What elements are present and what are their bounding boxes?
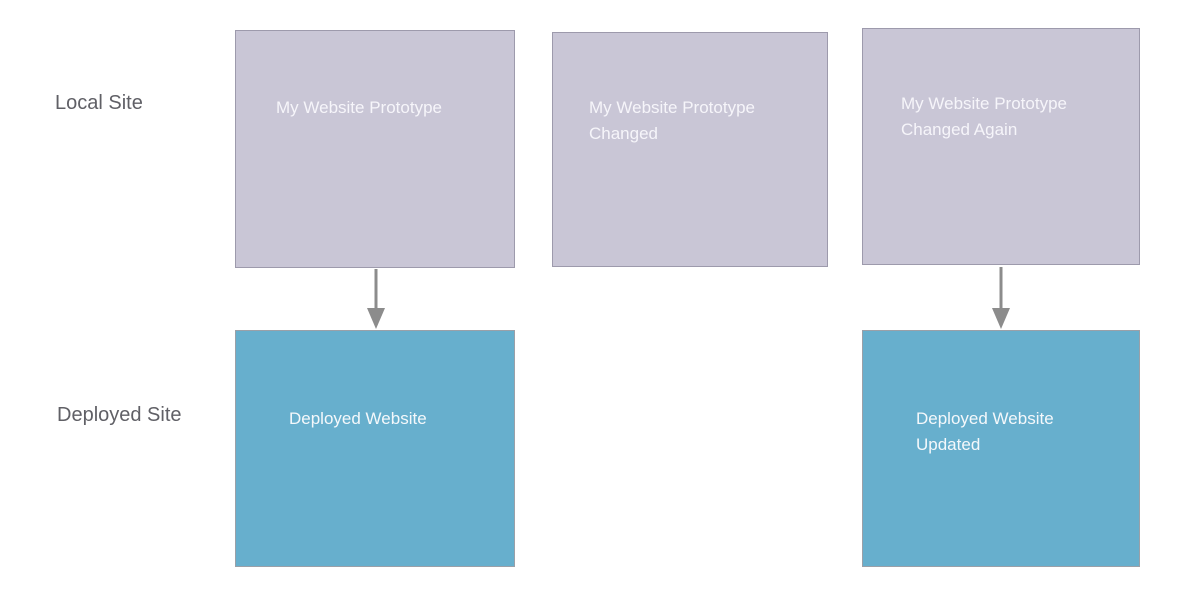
box-label: My Website Prototype Changed	[589, 98, 755, 143]
box-local-site-version-1: My Website Prototype	[235, 30, 515, 268]
row-label-local-site: Local Site	[55, 92, 143, 114]
box-label: My Website Prototype Changed Again	[901, 94, 1067, 139]
row-label-deployed-site: Deployed Site	[57, 404, 182, 426]
deploy-arrow-icon	[991, 267, 1011, 329]
box-deployed-site-version-1: Deployed Website	[235, 330, 515, 567]
arrow-head	[992, 308, 1010, 329]
box-local-site-version-3: My Website Prototype Changed Again	[862, 28, 1140, 265]
box-label: My Website Prototype	[276, 98, 442, 117]
box-deployed-site-version-2: Deployed Website Updated	[862, 330, 1140, 567]
box-label: Deployed Website Updated	[916, 409, 1054, 454]
arrow-shaft	[999, 267, 1003, 309]
arrow-shaft	[374, 269, 378, 309]
box-local-site-version-2: My Website Prototype Changed	[552, 32, 828, 267]
deploy-arrow-icon	[366, 269, 386, 329]
arrow-head	[367, 308, 385, 329]
box-label: Deployed Website	[289, 409, 427, 428]
